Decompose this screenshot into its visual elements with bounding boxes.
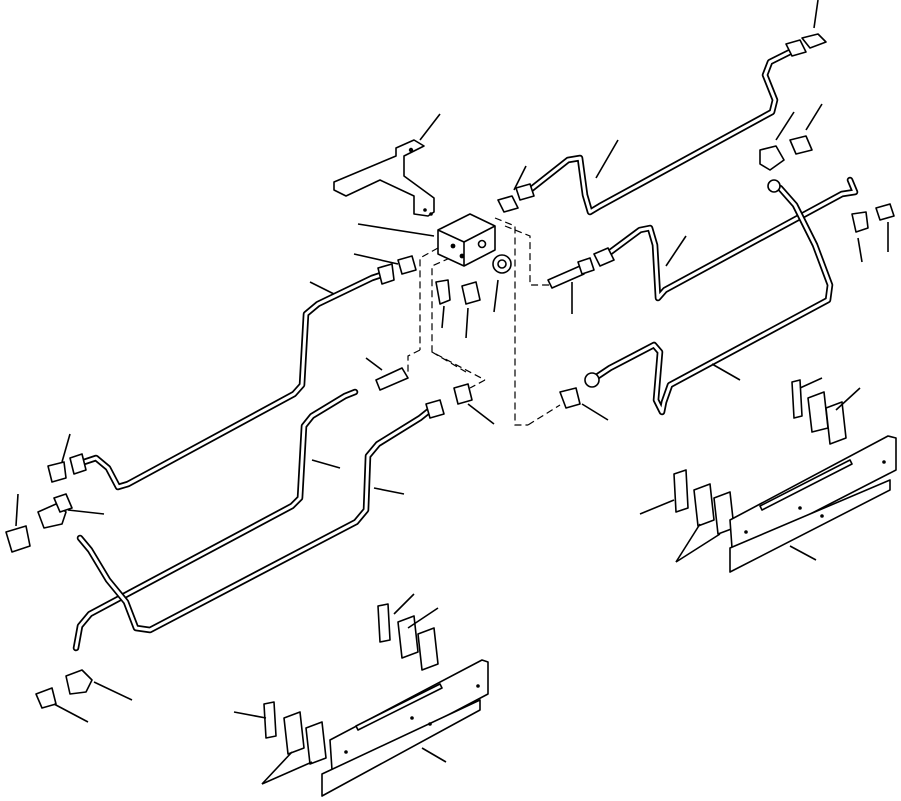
straight-fitting [785, 33, 827, 57]
clamp-half [825, 401, 847, 445]
straight-fitting [47, 453, 87, 483]
clamp-half [417, 627, 439, 671]
clamp-half [693, 483, 715, 527]
straight-fitting [875, 203, 895, 221]
elbow-fitting [65, 669, 93, 695]
clamp-set-lower [263, 701, 327, 765]
clamp-half [283, 711, 305, 755]
valve-block [437, 213, 496, 267]
callout-leaders [15, 0, 889, 785]
mounting-bracket [333, 139, 435, 217]
straight-fitting [377, 255, 417, 285]
clamp-half [807, 391, 829, 433]
clamp-set-mid [673, 469, 735, 535]
straight-fitting [35, 687, 57, 709]
elbow-fitting [461, 281, 481, 305]
clamp-plate [377, 603, 391, 643]
hydraulic-tube [80, 270, 388, 491]
straight-fitting [5, 525, 31, 553]
hydraulic-tubes [72, 48, 859, 652]
elbow-fitting [759, 145, 785, 193]
straight-fitting [593, 247, 615, 267]
clamp-plate [791, 379, 803, 419]
elbow-fitting [435, 279, 451, 305]
straight-fitting [559, 372, 600, 409]
straight-fitting [425, 399, 445, 419]
elbow-fitting [851, 211, 869, 233]
hydraulic-tube [526, 48, 794, 216]
hydraulic-tube [601, 176, 859, 302]
clamp-half [397, 615, 419, 659]
straight-fitting [492, 254, 512, 274]
straight-fitting [547, 257, 595, 289]
tube-holder-rail [729, 435, 897, 573]
straight-fitting [789, 135, 813, 155]
fittings [5, 33, 895, 709]
clamp-set-lower-upper [377, 603, 439, 671]
straight-fitting [453, 383, 473, 405]
tube-holder-rail [321, 659, 489, 797]
hydraulic-tube [591, 184, 834, 416]
assembly-dashed-lines [407, 217, 561, 426]
hydraulic-tube [72, 388, 359, 652]
clamp-set-upper [791, 379, 847, 445]
hydraulic-tube [76, 406, 434, 634]
clamp-plate [673, 469, 689, 513]
elbow-fitting [37, 493, 73, 529]
clamp-half [305, 721, 327, 765]
straight-fitting [375, 367, 409, 391]
straight-fitting [497, 183, 535, 213]
clamp-plate [263, 701, 277, 739]
